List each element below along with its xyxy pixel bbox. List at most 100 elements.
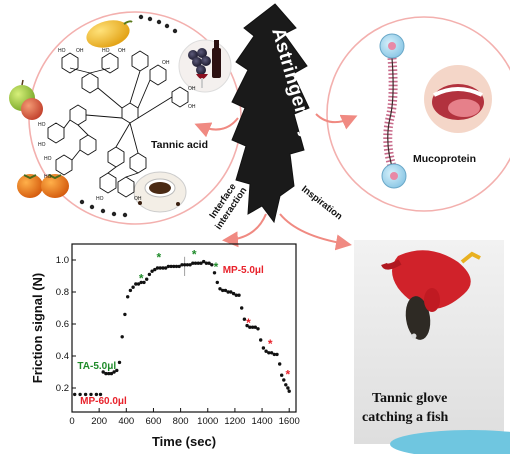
friction-point xyxy=(183,263,187,267)
friction-point xyxy=(166,264,171,269)
friction-point xyxy=(272,352,276,357)
svg-text:HO: HO xyxy=(44,156,52,162)
friction-point xyxy=(221,288,225,293)
friction-point xyxy=(286,386,290,390)
friction-point xyxy=(253,325,257,329)
arrow-to-mucoprotein xyxy=(315,113,358,130)
friction-point xyxy=(207,261,211,265)
marker-star: * xyxy=(139,271,144,285)
glove-fish-icon xyxy=(381,250,481,340)
marker-star: * xyxy=(157,251,162,265)
photo-caption-line2: catching a fish xyxy=(362,410,449,425)
friction-point xyxy=(142,280,146,285)
friction-point xyxy=(223,288,228,293)
friction-point xyxy=(107,371,111,376)
friction-point xyxy=(242,317,247,321)
friction-point xyxy=(128,288,133,293)
water-bowl xyxy=(390,430,510,454)
friction-point xyxy=(264,349,268,353)
y-axis-label: Friction signal (N) xyxy=(30,273,45,384)
friction-point xyxy=(185,263,190,267)
x-tick-label: 1600 xyxy=(279,416,300,427)
friction-point xyxy=(145,277,149,281)
x-axis-label: Time (sec) xyxy=(152,434,216,449)
friction-point xyxy=(287,389,291,393)
friction-point xyxy=(98,392,103,397)
friction-point xyxy=(104,371,108,376)
friction-point xyxy=(284,383,288,387)
friction-point xyxy=(282,378,286,382)
friction-point xyxy=(245,323,249,328)
friction-point xyxy=(172,264,176,269)
svg-text:HO: HO xyxy=(44,174,52,180)
friction-point xyxy=(218,287,222,291)
friction-point xyxy=(231,291,236,296)
friction-point xyxy=(89,392,93,397)
burst-shape xyxy=(231,3,310,224)
x-tick-label: 1200 xyxy=(224,416,245,427)
decor-dots xyxy=(79,14,178,218)
friction-point xyxy=(256,327,260,331)
glove-photo: Tannic glove catching a fish xyxy=(354,240,510,454)
friction-point xyxy=(123,312,127,317)
friction-point xyxy=(174,264,179,269)
svg-text:OH: OH xyxy=(188,86,196,92)
friction-point xyxy=(139,280,143,285)
friction-point xyxy=(109,371,114,376)
svg-text:HO: HO xyxy=(102,48,110,54)
friction-point xyxy=(196,261,200,265)
friction-point xyxy=(94,392,99,397)
friction-point xyxy=(136,282,141,286)
x-tick-label: 1400 xyxy=(251,416,272,427)
svg-text:OH: OH xyxy=(188,104,196,110)
mucoprotein-strand xyxy=(379,33,407,189)
marker-star: * xyxy=(286,367,291,381)
apple-icon xyxy=(9,79,43,120)
y-tick-label: 0.6 xyxy=(56,319,69,330)
arrow-to-chart xyxy=(222,213,267,248)
friction-point xyxy=(237,293,241,297)
friction-point xyxy=(164,266,168,270)
friction-point xyxy=(83,392,88,397)
friction-point xyxy=(78,392,82,397)
x-tick-label: 0 xyxy=(69,416,74,427)
mucoprotein-panel: Mucoprotein xyxy=(326,16,510,212)
x-tick-label: 1000 xyxy=(197,416,218,427)
friction-point xyxy=(269,351,274,355)
friction-point xyxy=(120,335,124,339)
friction-point xyxy=(229,290,233,294)
y-tick-label: 0.4 xyxy=(56,351,69,362)
friction-point xyxy=(101,370,105,374)
interface-caption: Interface interaction xyxy=(204,179,250,232)
friction-point xyxy=(226,290,230,294)
friction-point xyxy=(267,351,271,355)
friction-point xyxy=(155,266,160,270)
chart-annotation: MP-5.0μl xyxy=(223,265,264,276)
svg-text:OH: OH xyxy=(162,60,170,66)
friction-point xyxy=(193,261,198,265)
marker-star: * xyxy=(268,337,273,351)
mucoprotein-label: Mucoprotein xyxy=(413,153,476,165)
friction-point xyxy=(73,392,77,397)
inspiration-caption: Inspiration xyxy=(299,184,344,223)
tannic-acid-label: Tannic acid xyxy=(151,139,208,151)
y-tick-label: 0.8 xyxy=(56,287,69,298)
svg-text:HO: HO xyxy=(96,196,104,202)
friction-point xyxy=(134,282,138,286)
friction-point xyxy=(131,285,135,289)
friction-point xyxy=(250,325,255,329)
friction-point xyxy=(240,306,244,310)
friction-point xyxy=(259,338,263,342)
marker-star: * xyxy=(192,247,197,261)
marker-star: * xyxy=(214,260,219,274)
x-tick-label: 600 xyxy=(146,416,162,427)
x-tick-label: 400 xyxy=(118,416,134,427)
photo-caption-line1: Tannic glove xyxy=(372,391,447,406)
friction-point xyxy=(112,370,116,374)
svg-text:OH: OH xyxy=(118,48,126,54)
mango-icon xyxy=(86,20,133,48)
friction-point xyxy=(115,368,119,373)
friction-point xyxy=(234,293,238,297)
